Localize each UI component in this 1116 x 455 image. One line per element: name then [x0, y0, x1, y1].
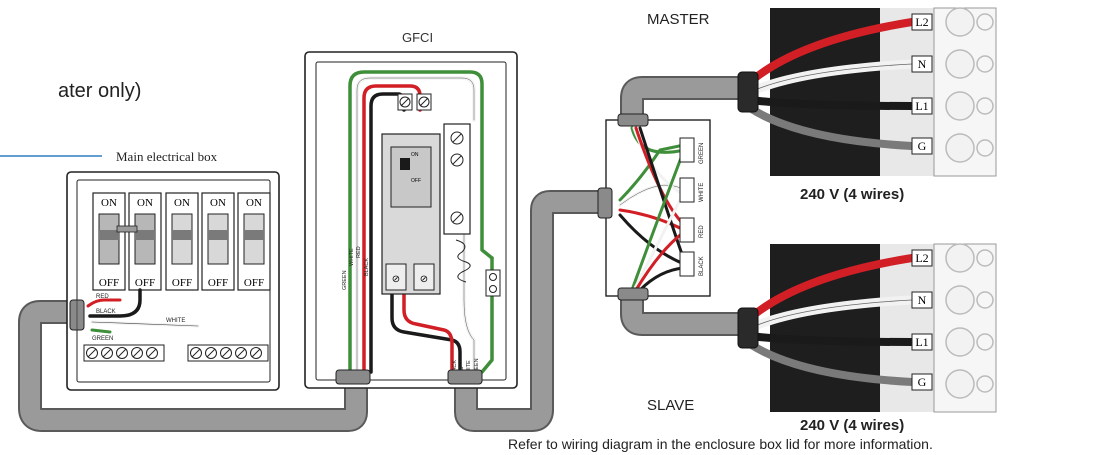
switch-off-label: OFF: [244, 277, 264, 289]
terminal-bar-left: [83, 344, 165, 362]
gfci-breaker: ON OFF ⊘ ⊘: [381, 133, 441, 295]
conduit-junction-to-master: [620, 76, 748, 118]
partial-caption: ater only): [58, 80, 141, 102]
terminal-l2: L2: [915, 15, 928, 29]
switch-off-label: OFF: [208, 277, 228, 289]
gfci-label-black: BLACK: [364, 258, 370, 276]
gfci-label-red: RED: [356, 246, 362, 258]
gfci-label: GFCI: [402, 30, 433, 45]
switch-off-label: OFF: [172, 277, 192, 289]
switch-off-label: OFF: [99, 277, 119, 289]
master-label: MASTER: [647, 11, 710, 28]
switch-on-label: ON: [174, 197, 190, 209]
svg-text:⊘: ⊘: [420, 274, 428, 285]
wire-label-green: GREEN: [92, 336, 113, 342]
conduit-fitting-gfci-left: [335, 369, 371, 385]
conduit-fitting-junction: [597, 113, 649, 301]
master-voltage: 240 V (4 wires): [800, 186, 904, 203]
breaker-switch-4: ON OFF: [201, 192, 235, 291]
junction-label-black: BLACK: [699, 256, 705, 276]
footer-note: Refer to wiring diagram in the enclosure…: [508, 436, 933, 452]
conduit-junction-to-slave: [620, 296, 748, 336]
terminal-g: G: [918, 375, 927, 389]
master-conduit-fitting: [737, 71, 759, 113]
terminal-l1: L1: [915, 335, 928, 349]
gfci-bottom-black: BLACK: [452, 360, 458, 378]
junction-label-green: GREEN: [699, 143, 705, 164]
terminal-l2: L2: [915, 251, 928, 265]
gfci-label-white: WHITE: [349, 248, 355, 266]
wire-label-black: BLACK: [96, 309, 116, 315]
switch-on-label: ON: [137, 197, 153, 209]
wire-label-white: WHITE: [166, 318, 185, 324]
conduit-fitting-gfci-right: [447, 369, 483, 385]
gfci-off-label: OFF: [411, 178, 421, 184]
gfci-neutral-bar: [443, 123, 471, 235]
master-panel: L2 N L1 G: [737, 7, 997, 177]
breaker-switch-2: ON OFF: [128, 192, 162, 291]
wire-label-red: RED: [96, 294, 109, 300]
breaker-switch-5: ON OFF: [237, 192, 271, 291]
switch-on-label: ON: [101, 197, 117, 209]
terminal-bar-right: [187, 344, 269, 362]
switch-on-label: ON: [246, 197, 262, 209]
main-box-label: Main electrical box: [116, 149, 218, 164]
svg-text:⊘: ⊘: [392, 274, 400, 285]
junction-connectors: [679, 137, 695, 277]
gfci-label-green: GREEN: [342, 270, 348, 290]
conduit-main-to-gfci: [18, 300, 368, 432]
terminal-g: G: [918, 139, 927, 153]
gfci-coil: [455, 239, 471, 283]
junction-label-white: WHITE: [699, 183, 705, 202]
gfci-wires: [348, 70, 494, 374]
switch-off-label: OFF: [135, 277, 155, 289]
breaker-switch-3: ON OFF: [165, 192, 199, 291]
terminal-n: N: [918, 57, 927, 71]
slave-panel: L2 N L1 G: [737, 243, 997, 413]
terminal-n: N: [918, 293, 927, 307]
terminal-l1: L1: [915, 99, 928, 113]
switch-on-label: ON: [210, 197, 226, 209]
junction-wires: [618, 126, 686, 292]
conduit-fitting-main: [69, 299, 85, 331]
junction-label-red: RED: [699, 225, 705, 238]
gfci-bottom-white: WHITE: [466, 360, 472, 378]
slave-conduit-fitting: [737, 307, 759, 349]
slave-voltage: 240 V (4 wires): [800, 417, 904, 434]
gfci-ground-lug: [485, 269, 501, 297]
breaker-switch-1: ON OFF: [92, 192, 126, 291]
gfci-on-label: ON: [411, 152, 419, 158]
slave-label: SLAVE: [647, 397, 694, 414]
gfci-top-screws: [397, 93, 432, 111]
main-box-wires: [86, 288, 200, 334]
breaker-tie-bar: [116, 225, 138, 233]
gfci-bottom-green: GREEN: [474, 358, 480, 378]
conduit-gfci-to-junction: [454, 190, 608, 432]
